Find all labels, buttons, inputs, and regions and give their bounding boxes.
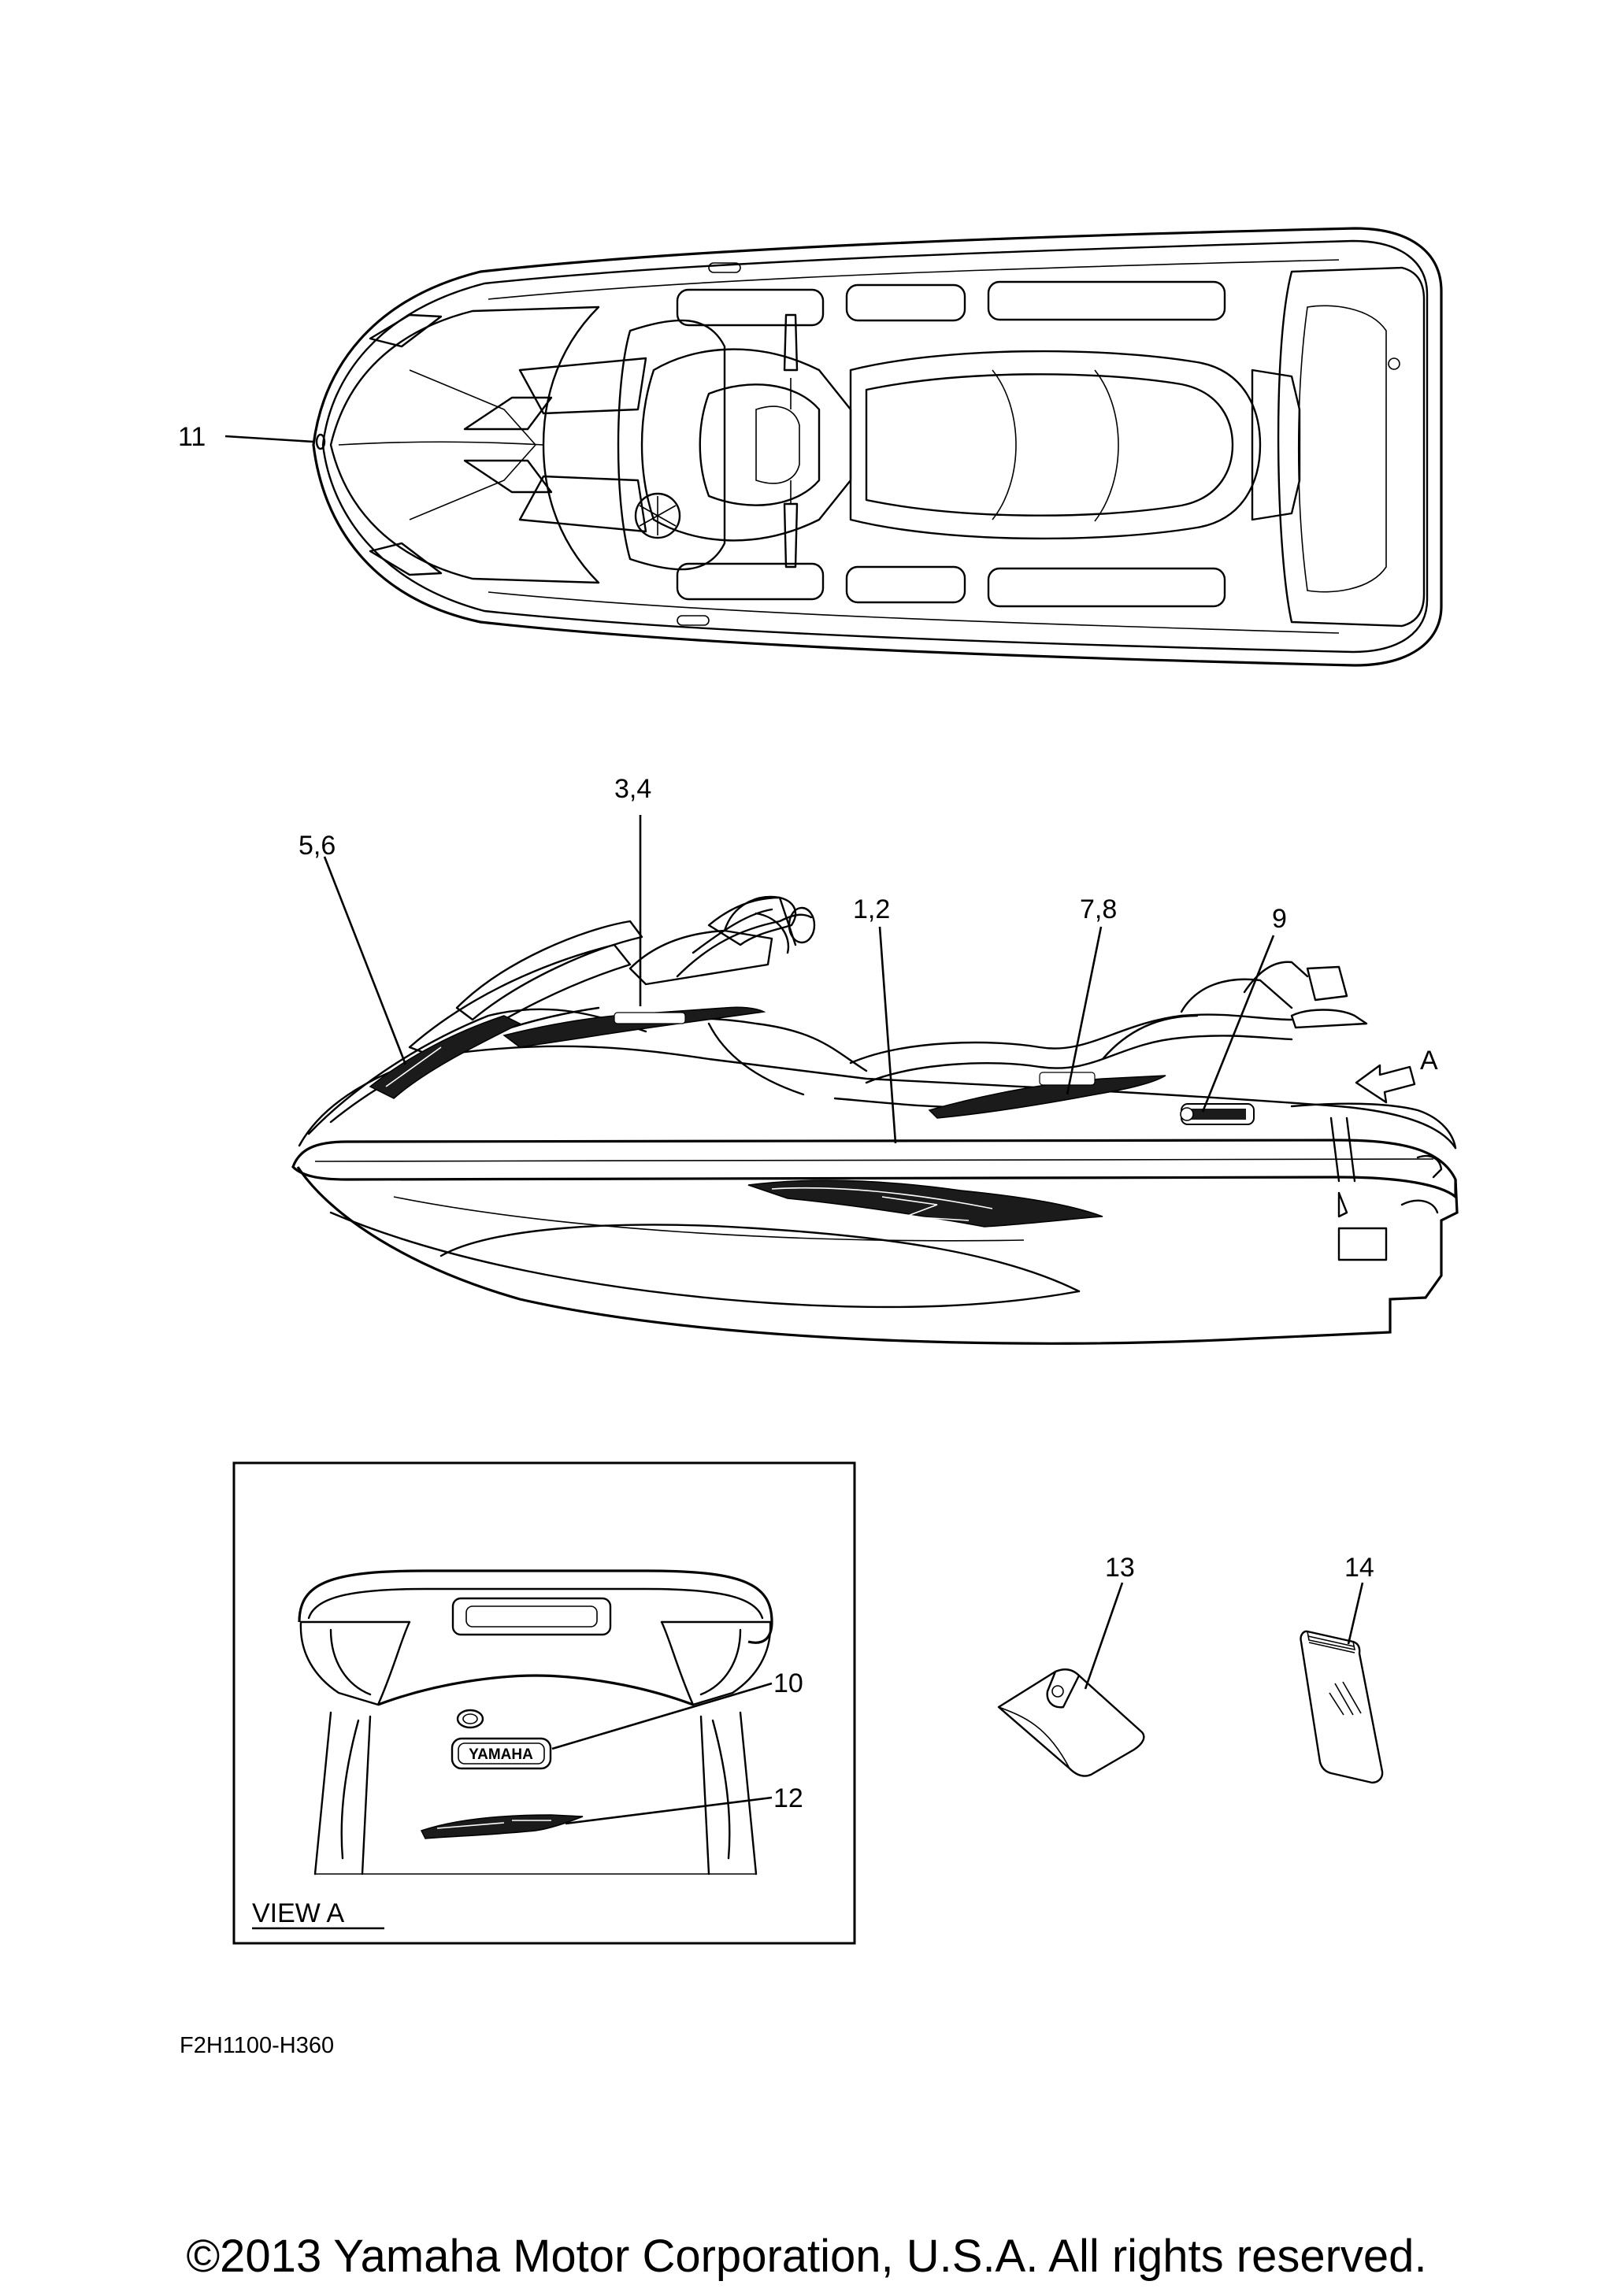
leader-5-6 — [323, 856, 407, 1065]
view-a-arrow — [1355, 1064, 1416, 1104]
leader-10 — [551, 1682, 773, 1750]
part-14-card — [1300, 1630, 1384, 1784]
callout-labels: 11 3,4 5,6 1,2 7,8 9 A 10 12 13 14 VIEW … — [178, 422, 1438, 2282]
leader-13 — [1084, 1582, 1124, 1690]
callout-10: 10 — [773, 1668, 803, 1698]
leader-11 — [224, 435, 314, 443]
callout-3-4: 3,4 — [614, 774, 651, 804]
leader-1-2 — [878, 926, 897, 1144]
callout-13: 13 — [1105, 1553, 1135, 1583]
part-13-pouch — [997, 1668, 1145, 1777]
callout-14: 14 — [1344, 1553, 1374, 1583]
leader-14 — [1347, 1582, 1364, 1645]
diagram-code: F2H1100-H360 — [180, 2033, 334, 2058]
leader-lines — [224, 435, 1364, 1825]
callout-a: A — [1420, 1046, 1438, 1076]
leader-12 — [565, 1796, 773, 1825]
callout-7-8: 7,8 — [1080, 894, 1117, 924]
yamaha-badge-text: YAMAHA — [469, 1746, 533, 1763]
callout-11: 11 — [178, 422, 206, 452]
copyright-notice: ©2013 Yamaha Motor Corporation, U.S.A. A… — [186, 2231, 1426, 2282]
callout-9: 9 — [1272, 904, 1287, 934]
callout-5-6: 5,6 — [298, 831, 336, 861]
top-view-watercraft — [312, 227, 1443, 667]
view-a-label: VIEW A — [252, 1898, 344, 1928]
leader-9 — [1201, 935, 1275, 1113]
view-a-inset: YAMAHA — [232, 1461, 856, 1945]
callout-12: 12 — [773, 1783, 803, 1813]
side-view-watercraft — [291, 895, 1459, 1345]
callout-1-2: 1,2 — [853, 894, 890, 924]
leader-7-8 — [1066, 926, 1103, 1095]
